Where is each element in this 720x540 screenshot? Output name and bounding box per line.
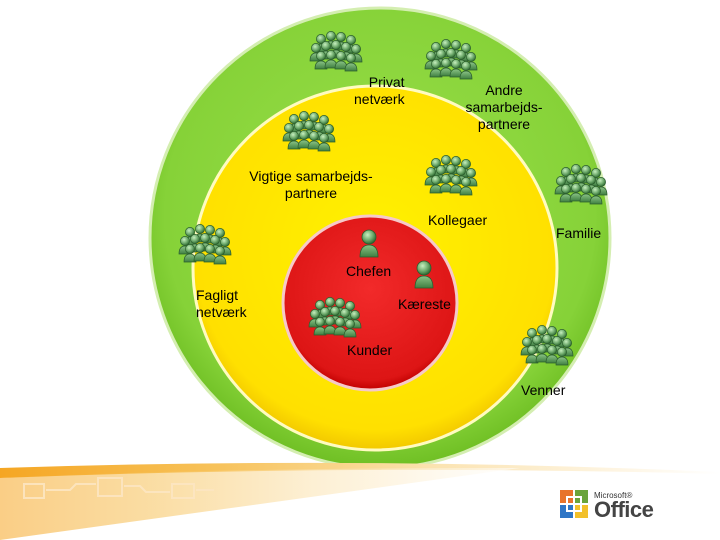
label-kollegaer: Kollegaer [428,212,488,228]
office-logo: Microsoft® Office [558,488,658,524]
label-kunder: Kunder [347,342,393,358]
label-chefen: Chefen [346,263,392,279]
label-vigtige-samarbejdspartnere: Vigtige samarbejds- partnere [249,168,373,201]
label-venner: Venner [521,382,566,398]
label-kaereste: Kæreste [398,296,451,312]
label-privat-netvaerk: Privat netværk [354,74,405,107]
inner-ring [281,214,459,392]
label-familie: Familie [556,225,602,241]
label-fagligt-netvaerk: Fagligt netværk [196,287,247,320]
microsoft-brand-text: Microsoft® [594,491,633,500]
decorative-bottom-band [0,462,720,540]
office-logo-icon [560,490,588,518]
label-andre-samarbejdspartnere: Andre samarbejds- partnere [465,82,543,132]
office-product-text: Office [594,497,654,522]
